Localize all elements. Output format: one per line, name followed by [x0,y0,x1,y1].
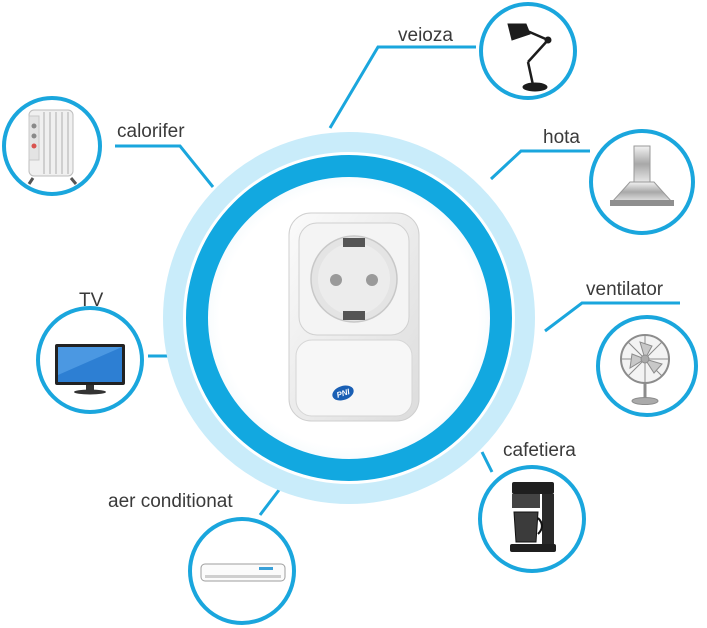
appliance-hota [589,129,695,235]
outer-ring [163,132,535,504]
label-cafetiera: cafetiera [503,440,576,461]
label-aer-conditionat: aer conditionat [108,491,233,512]
label-calorifer: calorifer [117,121,185,142]
appliance-ventilator [596,315,698,417]
label-ventilator: ventilator [586,279,664,300]
desk-fan-icon [620,334,670,405]
coffee-maker-icon [510,482,556,552]
desk-lamp-icon [507,23,552,92]
connector-ventilator [544,301,680,333]
appliance-calorifer [2,96,102,196]
label-hota: hota [543,127,580,148]
cooker-hood-icon [610,145,674,206]
label-veioza: veioza [398,25,453,46]
connector-lines [115,45,680,516]
smart-plug-icon: PNI [288,212,420,422]
central-device: PNI [163,132,535,504]
appliance-tv [36,306,144,414]
svg-text:PNI: PNI [335,387,351,400]
appliance-cafetiera [478,465,586,573]
appliance-aer-conditionat [188,517,296,625]
connector-calorifer [115,144,215,188]
connector-aer-conditionat [258,489,281,516]
oil-radiator-icon [27,109,78,185]
label-tv: TV [79,290,104,311]
air-conditioner-icon [200,563,286,582]
connector-veioza [328,45,476,129]
connector-hota [489,149,590,181]
pni-logo: PNI [332,385,354,401]
tv-icon [55,344,125,395]
appliance-veioza [479,2,577,100]
connector-cafetiera [480,451,494,473]
